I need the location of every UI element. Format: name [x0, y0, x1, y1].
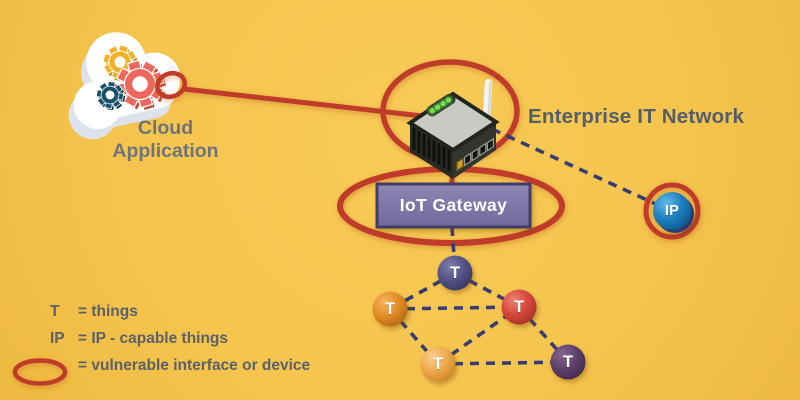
iot-gateway-label: IoT Gateway: [399, 195, 508, 215]
link-t2-t3: [389, 305, 520, 311]
node-t1-label: T: [449, 264, 461, 282]
legend-symbol-ellipse: [50, 357, 78, 375]
link-t4-t5: [437, 360, 569, 366]
gateway-box: [375, 182, 532, 229]
gear-icon: [94, 41, 176, 120]
legend-text-vulnerable: = vulnerable interface or device: [78, 357, 311, 374]
node-ip-label: IP: [664, 203, 680, 219]
node-t2-label: T: [384, 300, 396, 318]
node-t4: [420, 346, 456, 382]
node-t5-label: T: [562, 353, 574, 371]
node-t2: [372, 291, 408, 327]
link-t1-t3: [454, 271, 520, 309]
legend-symbol-ip: IP: [50, 330, 65, 347]
link-t3-t5: [517, 305, 570, 364]
node-t5: [550, 344, 586, 380]
node-t1: [437, 255, 473, 291]
node-t4-label: T: [432, 355, 444, 373]
link-t2-t4: [388, 307, 440, 366]
legend-vulnerable-ellipse-icon: [12, 358, 68, 386]
vulnerable-ellipse-ip: [643, 182, 701, 240]
link-t1-t2: [389, 271, 456, 311]
iot-gateway-device-icon: [406, 79, 500, 179]
enterprise-network-label: Enterprise IT Network: [528, 105, 745, 128]
legend: T = things IP = IP - capable things = vu…: [50, 303, 310, 375]
cloud-label-line1: Cloud: [137, 117, 194, 139]
node-t3: [501, 289, 537, 325]
legend-text-ip-capable: = IP - capable things: [78, 330, 229, 347]
vulnerable-ellipse-cloud: [155, 70, 187, 100]
cloud-label-line2: Application: [112, 139, 219, 162]
led-strip: [426, 93, 456, 117]
node-t3-label: T: [513, 298, 525, 316]
legend-symbol-t: T: [50, 303, 60, 320]
connection-line-cloud-gateway: [183, 86, 441, 121]
node-ip: [653, 192, 691, 230]
legend-text-things: = things: [78, 303, 138, 320]
cloud-application-label: Cloud Application: [73, 117, 258, 162]
